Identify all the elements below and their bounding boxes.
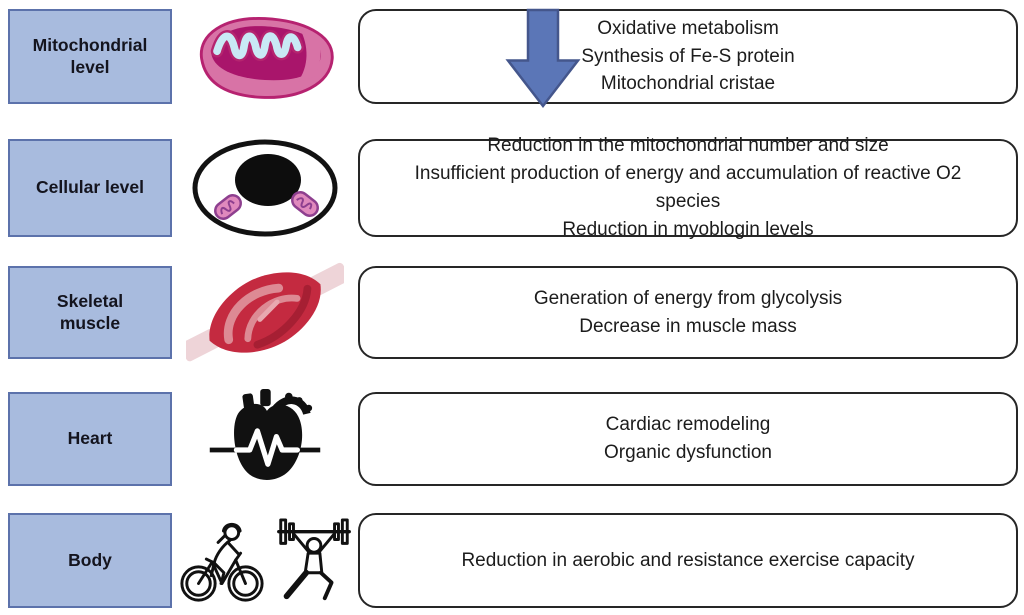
- effect-line: Insufficient production of energy and ac…: [414, 163, 962, 212]
- effect-line: Reduction in aerobic and resistance exer…: [461, 549, 915, 571]
- level-label: Heart: [67, 428, 113, 449]
- effect-line: Synthesis of Fe-S protein: [581, 45, 795, 67]
- level-label-box: Cellular level: [8, 139, 172, 237]
- level-label: Skeletal muscle: [56, 290, 124, 333]
- level-label: Mitochondrial level: [32, 34, 148, 77]
- level-label-box: Body: [8, 513, 172, 608]
- row-cellular-level: Cellular level Reduction in the mitochon…: [8, 135, 1018, 240]
- effect-line: Generation of energy from glycolysis: [533, 287, 843, 309]
- mitochondrion-icon: [199, 16, 334, 99]
- cell-icon: [192, 139, 338, 237]
- decrease-arrow-icon: [505, 8, 581, 109]
- effect-line: Cardiac remodeling: [605, 414, 771, 436]
- row-body: Body: [8, 513, 1018, 608]
- level-label-box: Skeletal muscle: [8, 266, 172, 359]
- row-skeletal-muscle: Skeletal muscle Generation of energy fro…: [8, 262, 1018, 361]
- skeletal-muscle-icon: [186, 262, 344, 361]
- effect-line: Decrease in muscle mass: [579, 315, 797, 337]
- effects-box: Cardiac remodeling Organic dysfunction: [358, 392, 1018, 486]
- row-heart: Heart Cardiac remodeling Organic dysfunc…: [8, 389, 1018, 486]
- effects-box: Reduction in aerobic and resistance exer…: [358, 513, 1018, 608]
- level-label-box: Mitochondrial level: [8, 9, 172, 104]
- level-label-box: Heart: [8, 392, 172, 486]
- weightlifter-icon: [277, 517, 351, 600]
- effect-line: Reduction in the mitochondrial number an…: [487, 135, 889, 157]
- effects-box: Reduction in the mitochondrial number an…: [358, 135, 1018, 240]
- effect-line: Organic dysfunction: [604, 442, 772, 463]
- effect-line: Oxidative metabolism: [597, 17, 779, 39]
- level-label: Body: [68, 549, 112, 570]
- cyclist-icon: [180, 522, 264, 602]
- effects-box: Oxidative metabolism Synthesis of Fe-S p…: [358, 8, 1018, 109]
- effect-line: Reduction in myoblogin levels: [562, 218, 814, 240]
- row-mitochondrial-level: Mitochondrial level Oxidative metabolism…: [8, 8, 1018, 109]
- effects-box: Generation of energy from glycolysis Dec…: [358, 266, 1018, 359]
- effect-line: Mitochondrial cristae: [600, 73, 776, 95]
- heart-icon: [209, 389, 321, 481]
- level-label: Cellular level: [36, 177, 144, 198]
